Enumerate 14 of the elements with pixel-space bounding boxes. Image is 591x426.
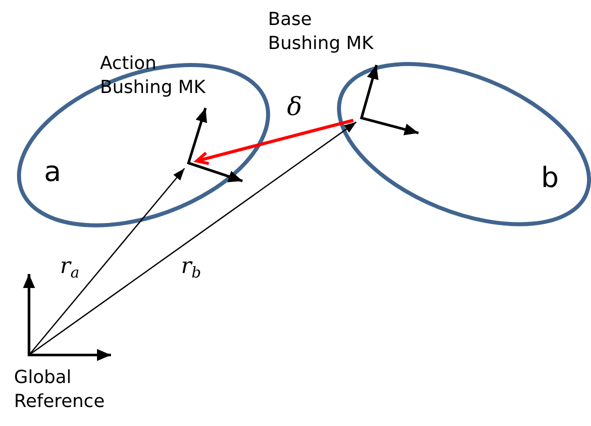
body-label: b <box>540 162 559 194</box>
frame-label: Action Bushing MK <box>100 52 207 100</box>
vector-arrow <box>195 118 354 166</box>
edge-label: r$_{a}$ <box>60 255 80 280</box>
body-ellipse <box>336 62 591 226</box>
coordinate-axes-icon <box>359 64 420 136</box>
vector-arrow <box>28 168 186 356</box>
frame-label: Global Reference <box>14 366 106 414</box>
edge-label: r$_{b}$ <box>181 255 202 280</box>
edge-label: δ <box>287 93 302 120</box>
coordinate-axes-icon <box>186 106 244 184</box>
frame-label: Base Bushing MK <box>268 8 375 56</box>
vector-arrow <box>28 122 357 356</box>
body-label: a <box>44 156 62 188</box>
